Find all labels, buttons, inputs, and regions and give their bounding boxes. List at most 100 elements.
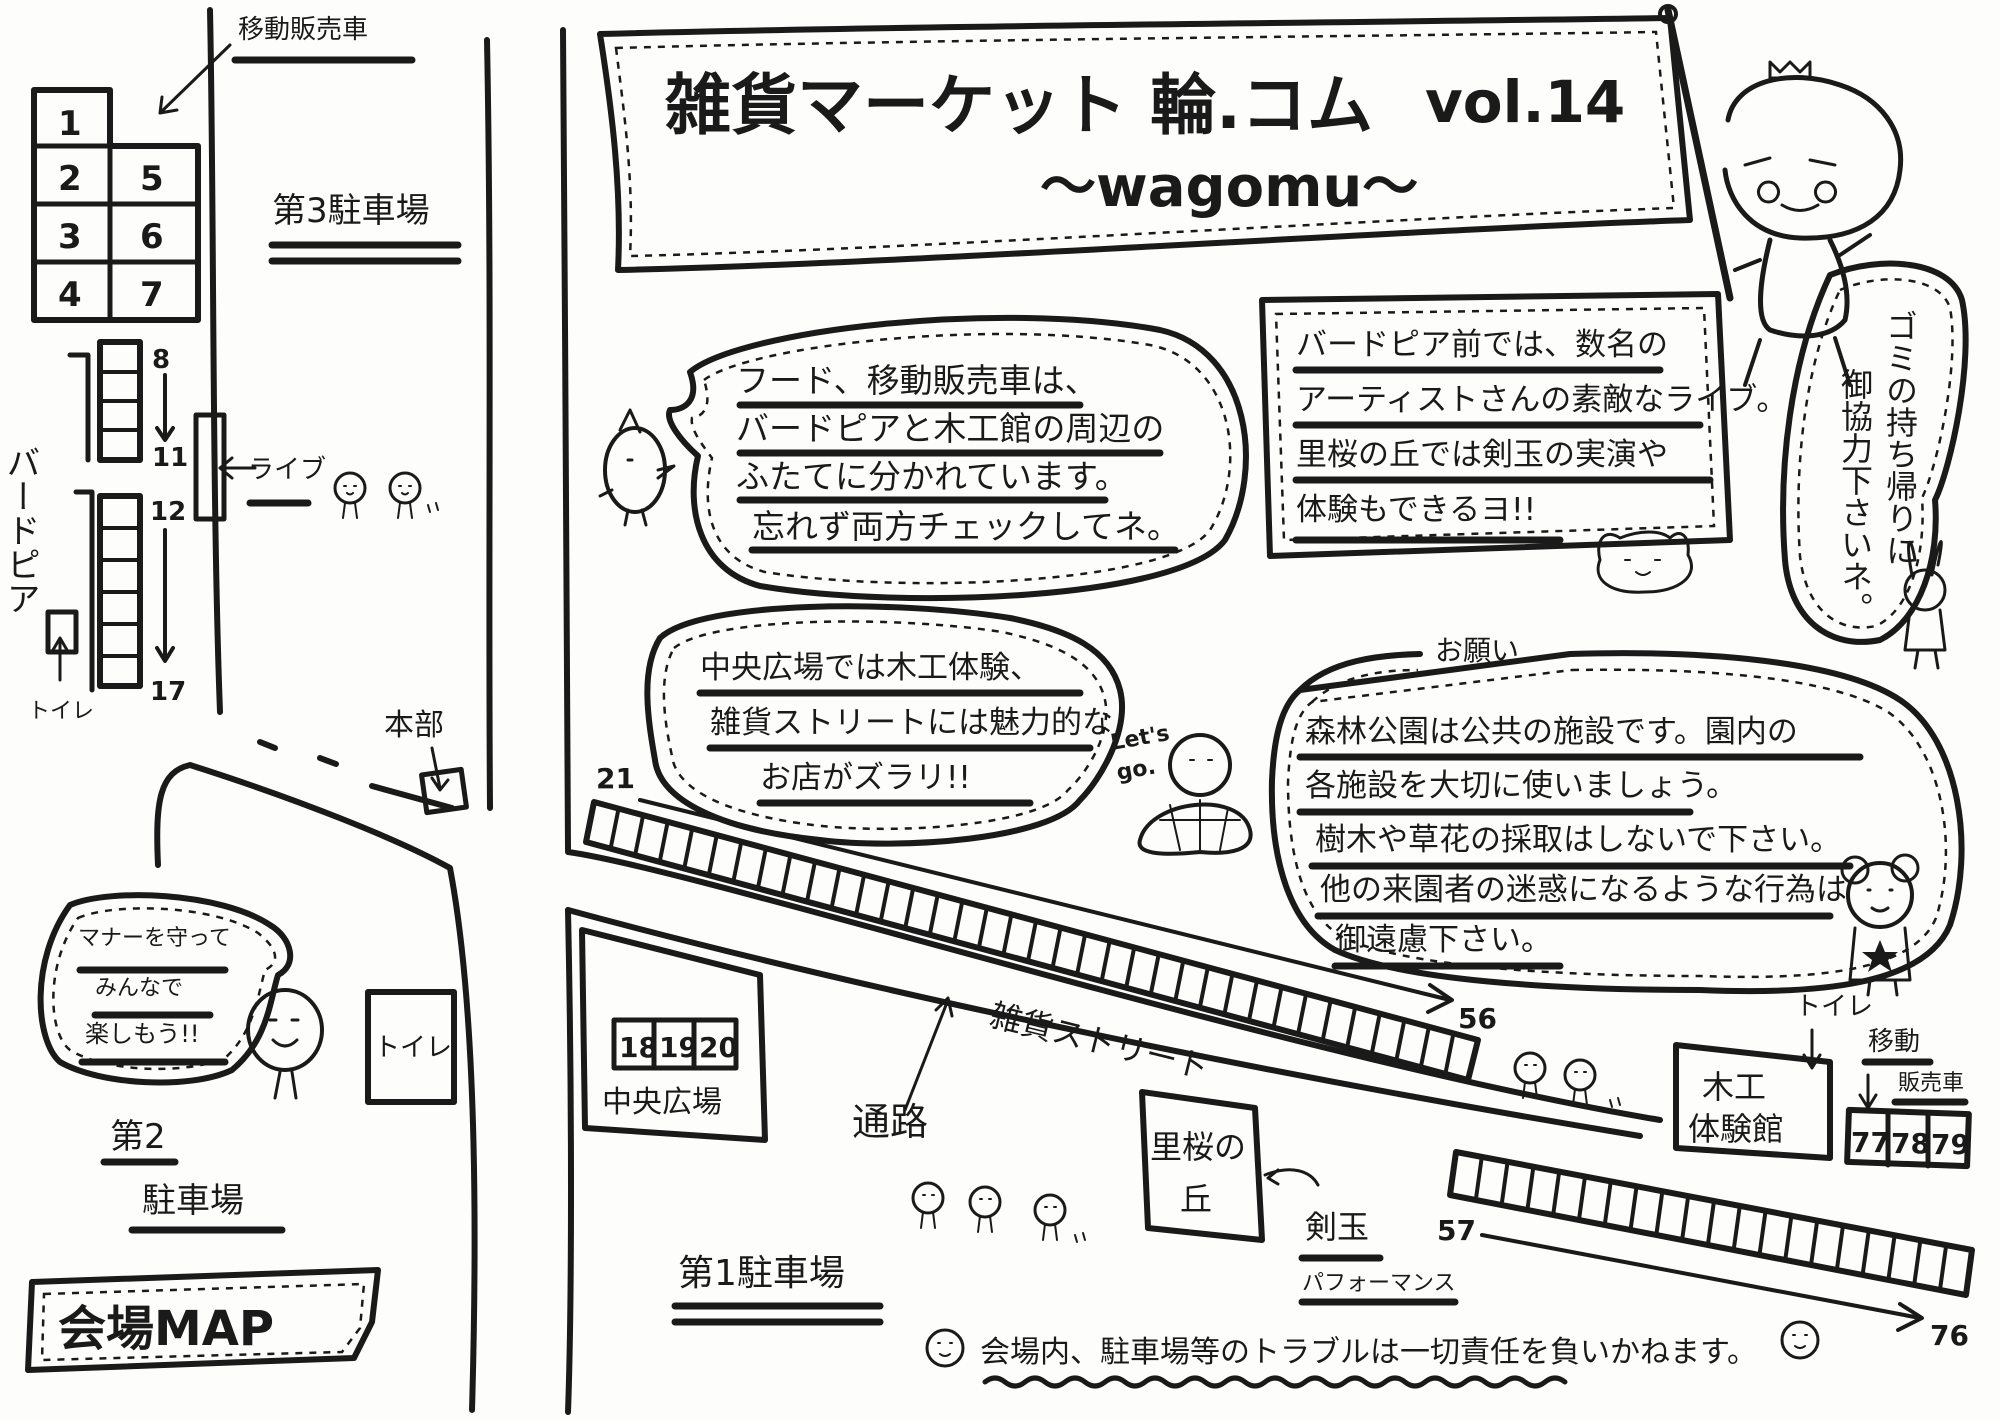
plaza-notice-bubble: 中央広場では木工体験、 雑貨ストリートには魅力的な お店がズラリ!!: [644, 603, 1125, 847]
mobile-vendor-label: 移動販売車: [238, 15, 368, 45]
banner-title: 雑貨マーケット 輪.コム: [664, 67, 1373, 144]
booth-divider: [1001, 912, 1014, 957]
booth-divider: [976, 905, 989, 950]
booth-5: 5: [140, 159, 164, 199]
chick-icon: [911, 1181, 945, 1229]
banner-volume: vol.14: [1425, 68, 1625, 136]
mascot-character-icon: [1722, 60, 1904, 387]
bird-icon: [598, 408, 676, 527]
left-roads: [154, 7, 493, 1413]
booth-divider: [1247, 978, 1259, 1023]
request-bubble: お願い 森林公園は公共の施設です。園内の 各施設を大切に使いましょう。 樹木や草…: [1268, 634, 1965, 995]
pig-face-icon: [925, 1328, 965, 1368]
central-plaza-box: 18 19 20 中央広場: [579, 927, 768, 1143]
woodwork-toilet-label: トイレ: [1795, 992, 1873, 1022]
booth-3: 3: [58, 217, 82, 257]
manner-bubble: マナーを守って みんなで 楽しもう!!: [37, 892, 294, 1086]
booth-divider: [1050, 925, 1063, 970]
booth-divider: [1394, 1018, 1407, 1063]
booth-17-label: 17: [150, 677, 186, 707]
booth-divider: [682, 826, 695, 871]
booth-divider: [1271, 985, 1284, 1030]
booth-57-label: 57: [1437, 1214, 1476, 1247]
booth-21-label: 21: [596, 762, 635, 795]
arrow-icon: [1263, 1168, 1320, 1187]
rabbit-icon: [1903, 540, 1947, 670]
go-text: go.: [1115, 754, 1158, 785]
parking-3-label: 第3駐車場: [272, 191, 430, 231]
booth-divider: [1886, 1233, 1897, 1281]
booth-20: 20: [699, 1031, 738, 1064]
booth-6: 6: [140, 217, 164, 257]
garbage-line-1: ゴミの持ち帰りに: [1881, 310, 1919, 566]
bear-icon: [1840, 853, 1920, 997]
arrow-left-icon: [218, 456, 257, 480]
toilet-label: トイレ: [374, 1033, 452, 1063]
live-line-2: アーティストさんの素敵なライブ。: [1296, 382, 1787, 418]
booth-18: 18: [619, 1031, 658, 1064]
character-face-icon: [246, 988, 324, 1100]
hq-box: [419, 766, 469, 816]
booth-divider: [1835, 1223, 1845, 1271]
chick-icon: [1033, 1193, 1086, 1243]
food-line-3: ふたてに分かれています。: [736, 457, 1128, 496]
booth-divider: [1222, 971, 1235, 1016]
flag-pole: [1664, 6, 1734, 302]
disclaimer: 会場内、駐車場等のトラブルは一切責任を負いかねます。: [925, 1320, 1820, 1389]
title-banner: 雑貨マーケット 輪.コム vol.14 〜wagomu〜: [597, 15, 1693, 273]
garbage-notice-bubble: ゴミの持ち帰りに 御協力下さいネ。: [1780, 260, 1969, 645]
zakka-street-booths-21-56: 21 56: [583, 762, 1497, 1083]
booth-divider: [1099, 938, 1112, 983]
booth-divider: [706, 833, 719, 878]
zakka-street-booths-57-76: 57 76: [1437, 1149, 1975, 1352]
booth-divider: [1680, 1194, 1691, 1242]
garbage-line-2: 御協力下さいネ。: [1836, 368, 1874, 624]
booth-divider: [1938, 1243, 1949, 1291]
booth-divider: [1075, 932, 1088, 977]
booth-divider: [1860, 1228, 1871, 1276]
hill-label-1: 里桜の: [1150, 1128, 1246, 1166]
birdpia-label: バードピア: [0, 445, 40, 615]
booth-divider: [657, 819, 670, 864]
booth-divider: [1369, 1011, 1382, 1056]
central-plaza-label: 中央広場: [602, 1085, 722, 1120]
venue-map-title: 会場MAP: [58, 1301, 274, 1357]
parking-2-label-2: 駐車場: [142, 1181, 244, 1221]
parking-2-label-1: 第2: [110, 1117, 166, 1157]
arrow-down-icon: [430, 746, 450, 792]
live-line-1: バードピア前では、数名の: [1296, 327, 1668, 363]
booth-divider: [903, 885, 916, 930]
performance-label: パフォーマンス: [1302, 1271, 1456, 1296]
live-line-4: 体験もできるヨ!!: [1296, 492, 1536, 528]
hill-box: 里桜の 丘: [1139, 1089, 1265, 1243]
venue-map-sign: 会場MAP: [25, 1267, 381, 1373]
vendor-booths-77-79: 77 78 79: [1844, 1106, 1972, 1170]
toilet-box: [365, 989, 457, 1105]
plaza-line-3: お店がズラリ!!: [760, 760, 971, 796]
pig-face-icon: [1780, 1320, 1820, 1360]
request-line-1: 森林公園は公共の施設です。園内の: [1305, 714, 1798, 750]
booth-divider: [1757, 1208, 1768, 1256]
birdpia-wall-bottom: [73, 489, 95, 693]
booth-column-8-11: 8 11: [97, 339, 188, 473]
booth-divider: [1912, 1238, 1923, 1286]
plaza-line-1: 中央広場では木工体験、: [700, 650, 1041, 686]
booth-divider: [1654, 1189, 1665, 1237]
hq-label: 本部: [384, 708, 444, 743]
booth-divider: [1473, 1154, 1484, 1202]
booth-divider: [854, 872, 867, 917]
chick-icon: [333, 471, 367, 519]
booth-19: 19: [659, 1031, 698, 1064]
arrow-right-icon: [1480, 1233, 1924, 1332]
booth-divider: [1026, 919, 1038, 963]
booth-divider: [1197, 965, 1210, 1010]
disclaimer-text: 会場内、駐車場等のトラブルは一切責任を負いかねます。: [980, 1335, 1757, 1370]
woodwork-label-2: 体験館: [1688, 1110, 1784, 1148]
booth-divider: [1783, 1213, 1794, 1261]
food-notice-bubble: フード、移動販売車は、 バードピアと木工館の周辺の ふたてに分かれています。 忘…: [666, 314, 1249, 602]
manner-line-2: みんなで: [95, 976, 183, 1001]
passage-label: 通路: [852, 1100, 928, 1144]
booth-divider: [1418, 1024, 1431, 1069]
arrow-up-icon: [903, 996, 954, 1112]
booth-79: 79: [1931, 1128, 1970, 1161]
